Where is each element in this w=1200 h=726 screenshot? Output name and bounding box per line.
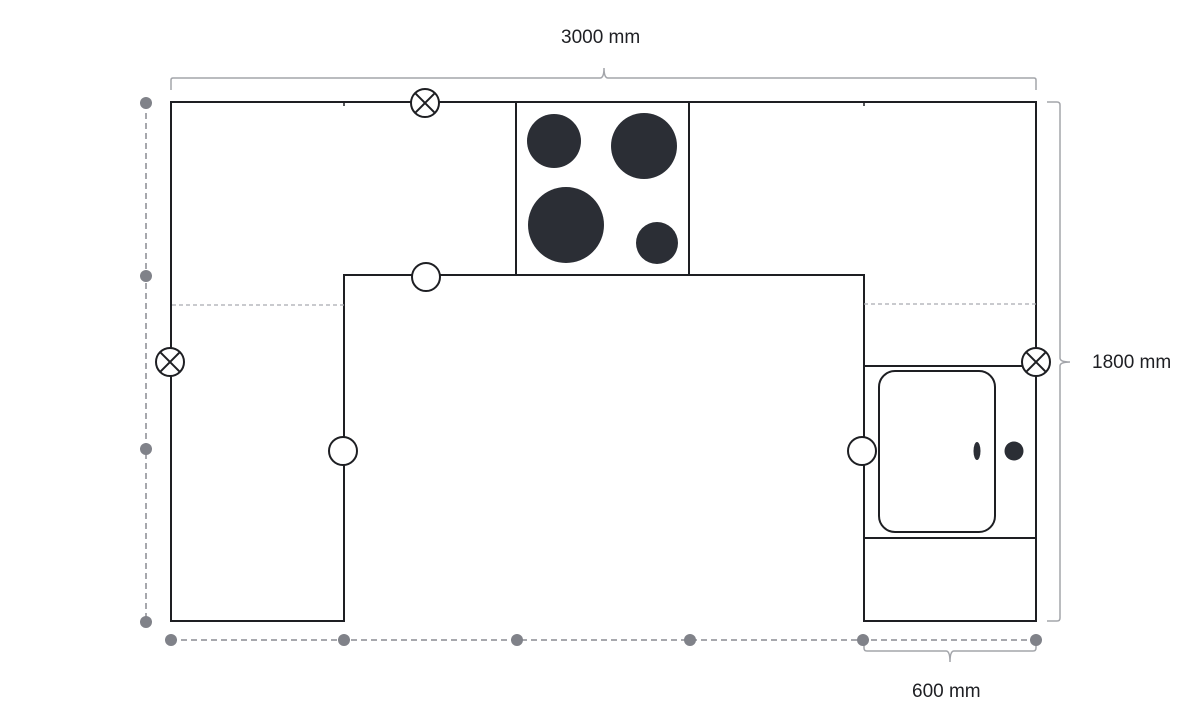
- drain-icon: [973, 442, 981, 460]
- bottom-guide-dots: [165, 634, 1042, 646]
- guide-dot: [1030, 634, 1042, 646]
- guide-dot: [165, 634, 177, 646]
- guide-dot: [140, 270, 152, 282]
- overall-width-label: 3000 mm: [561, 27, 641, 48]
- width-bracket: [170, 67, 1037, 90]
- counter-depth-label: 600 mm: [912, 681, 981, 702]
- guide-dot: [338, 634, 350, 646]
- burner-icon: [636, 222, 678, 264]
- ceiling-light-icon: [1021, 347, 1051, 377]
- guide-dot: [857, 634, 869, 646]
- cooktop: [515, 102, 690, 275]
- burner-icon: [611, 113, 677, 179]
- burner-icon: [527, 114, 581, 168]
- guide-dot: [140, 616, 152, 628]
- tap-icon: [1004, 441, 1024, 461]
- counter-outline: [170, 101, 1037, 622]
- depth-bracket: [1047, 101, 1071, 622]
- outlet-icon: [411, 262, 441, 292]
- sink-basin: [878, 370, 996, 533]
- guide-dot: [140, 443, 152, 455]
- burner-icon: [528, 187, 604, 263]
- ceiling-light-icon: [155, 347, 185, 377]
- counter-depth-bracket: [863, 641, 1037, 663]
- sink-unit: [864, 365, 1036, 539]
- overall-depth-label: 1800 mm: [1092, 352, 1172, 373]
- outlet-icon: [847, 436, 877, 466]
- guide-dot: [684, 634, 696, 646]
- outlet-icon: [328, 436, 358, 466]
- ceiling-light-icon: [410, 88, 440, 118]
- guide-dot: [140, 97, 152, 109]
- guide-dot: [511, 634, 523, 646]
- left-guide-dots: [140, 97, 152, 628]
